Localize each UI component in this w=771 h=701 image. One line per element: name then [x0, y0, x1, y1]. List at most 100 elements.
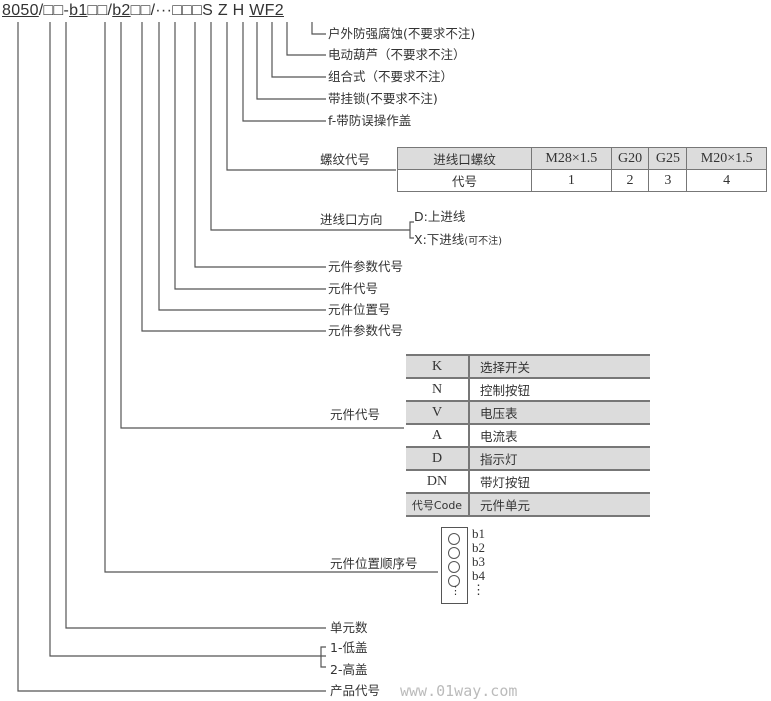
cell: 代号 [397, 169, 532, 192]
element-code: DN [406, 469, 470, 494]
leader-code1 [120, 22, 404, 429]
label-z: 组合式（不要求不注） [328, 69, 454, 84]
element-code: K [406, 354, 470, 379]
more-dots-icon: ⋮ [450, 584, 461, 597]
thread-code-row: 代号 1 2 3 4 [397, 169, 767, 192]
element-code: V [406, 400, 470, 425]
leader-pos2 [158, 22, 326, 311]
dir-d: D:上进线 [414, 209, 466, 224]
code-8050: 8050 [2, 2, 39, 19]
code-s: S [202, 2, 214, 19]
leader-units [65, 22, 326, 629]
ellipsis: /··· [150, 2, 173, 19]
label-thread: 螺纹代号 [320, 152, 371, 167]
sep: / [107, 2, 113, 19]
position-circle-icon [448, 561, 460, 573]
element-code: D [406, 446, 470, 471]
model-code: 8050/□□-b1□□/b2□□/···□□□S Z H WF2 [2, 2, 284, 20]
b2-boxes: □□ [130, 2, 151, 19]
position-circle-icon [448, 575, 460, 587]
label-code2: 元件代号 [328, 281, 379, 296]
element-name: 控制按钮 [469, 377, 650, 402]
leader-code2 [174, 22, 326, 290]
thread-table: 进线口螺纹 M28×1.5 G20 G25 M20×1.5 代号 1 2 3 4 [397, 147, 767, 192]
label-wf2: 户外防强腐蚀(不要求不注) [328, 26, 476, 41]
position-label: b1 [472, 526, 485, 541]
label-cover1: 1-低盖 [330, 640, 368, 655]
position-label: b2 [472, 540, 485, 555]
label-pos-seq: 元件位置顺序号 [330, 556, 418, 571]
leader-thread [226, 22, 396, 171]
element-code: 代号Code [406, 492, 470, 517]
cell: G20 [610, 147, 650, 170]
label-param2: 元件参数代号 [328, 259, 404, 274]
dir-x-text: X:下进线 [414, 232, 465, 247]
position-label: ⋮ [472, 582, 485, 597]
cell: 2 [610, 169, 650, 192]
element-name: 带灯按钮 [469, 469, 650, 494]
element-name: 选择开关 [469, 354, 650, 379]
position-box: ⋮ [441, 527, 468, 604]
dir-bracket [409, 221, 414, 239]
position-label: b4 [472, 568, 485, 583]
code-wf2: WF2 [249, 2, 284, 19]
position-circle-icon [448, 547, 460, 559]
cover-units-box: □□ [43, 2, 64, 19]
cell: 进线口螺纹 [397, 147, 532, 170]
leader-s [256, 22, 326, 100]
element-name: 电压表 [469, 400, 650, 425]
label-s: 带挂锁(不要求不注) [328, 91, 438, 106]
label-units: 单元数 [330, 620, 368, 635]
leader-dir [210, 22, 410, 231]
element-code: N [406, 377, 470, 402]
cover-bracket [320, 646, 326, 668]
leader-h [286, 22, 326, 56]
code-b1: b1 [69, 2, 88, 19]
code-z: Z [217, 2, 228, 19]
leader-f [242, 22, 326, 122]
position-list: b1 b2 b3 b4 ⋮ [472, 527, 485, 597]
label-inlet-dir: 进线口方向 [320, 212, 383, 227]
leader-param2 [194, 22, 326, 268]
dir-x-note: (可不注) [464, 236, 503, 247]
b1-boxes: □□ [87, 2, 108, 19]
label-h: 电动葫芦（不要求不注） [328, 47, 466, 62]
sep: / [38, 2, 44, 19]
cell: 1 [531, 169, 612, 192]
cell: 3 [648, 169, 688, 192]
code-b2: b2 [112, 2, 131, 19]
label-param1: 元件参数代号 [328, 323, 404, 338]
label-product: 产品代号 [330, 683, 381, 698]
element-name: 指示灯 [469, 446, 650, 471]
dir-x: X:下进线(可不注) [414, 232, 502, 250]
cell: M20×1.5 [686, 147, 767, 170]
cell: 4 [686, 169, 767, 192]
label-f: f-带防误操作盖 [328, 113, 412, 128]
label-pos2: 元件位置号 [328, 302, 391, 317]
element-name: 元件单元 [469, 492, 650, 517]
sep: - [63, 2, 70, 19]
option-boxes: □□□ [172, 2, 203, 19]
cell: M28×1.5 [531, 147, 612, 170]
leader-pos-seq [104, 22, 438, 573]
watermark: www.01way.com [400, 682, 518, 700]
leader-cover [49, 22, 326, 657]
leader-param1 [141, 22, 326, 332]
thread-header-row: 进线口螺纹 M28×1.5 G20 G25 M20×1.5 [397, 147, 767, 170]
code-h: H [232, 2, 245, 19]
leader-z [271, 22, 326, 78]
label-code1: 元件代号 [330, 407, 381, 422]
leader-product [17, 22, 326, 692]
position-label: b3 [472, 554, 485, 569]
cell: G25 [648, 147, 688, 170]
leader-wf2 [311, 22, 326, 35]
